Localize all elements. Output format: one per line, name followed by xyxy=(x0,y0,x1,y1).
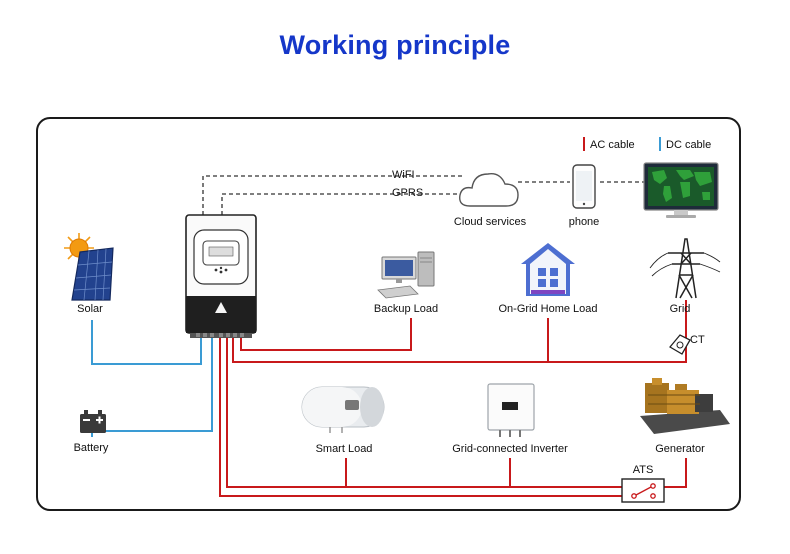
home-load-icon xyxy=(521,243,575,296)
ac-legend-mark xyxy=(583,137,585,151)
ac-cables xyxy=(219,300,687,497)
wifi-line xyxy=(202,175,462,215)
cloud-icon xyxy=(459,173,519,207)
solar-panel-icon xyxy=(64,233,114,301)
generator-ac-cable xyxy=(660,458,687,488)
battery-dc-cable xyxy=(91,337,213,437)
smart-load-label: Smart Load xyxy=(315,443,373,455)
grid-tower-icon xyxy=(649,238,721,299)
generator-icon xyxy=(640,378,730,434)
gprs-line xyxy=(221,193,462,215)
backup-load-icon xyxy=(377,251,435,299)
ct-icon xyxy=(669,334,691,355)
solar-dc-cable xyxy=(91,320,202,365)
ongrid-load-label: On-Grid Home Load xyxy=(498,303,598,315)
ct-label: CT xyxy=(690,334,705,346)
cloud-label: Cloud services xyxy=(453,216,527,228)
wifi-label: WiFI xyxy=(392,169,415,181)
grid-label: Grid xyxy=(669,303,691,315)
diagram-frame xyxy=(36,117,741,511)
grid-inverter-icon xyxy=(487,383,535,437)
dc-cables xyxy=(91,320,213,437)
hybrid-inverter xyxy=(185,214,257,338)
comm-lines xyxy=(202,175,644,215)
dc-legend-mark xyxy=(659,137,661,151)
generator-label: Generator xyxy=(655,443,705,455)
ac-cable-legend: AC cable xyxy=(590,139,635,151)
page-title: Working principle xyxy=(279,30,511,60)
solar-label: Solar xyxy=(77,303,103,315)
backup-ac-cable xyxy=(240,318,412,351)
monitor-icon xyxy=(643,162,719,218)
ats-ac-cable-a xyxy=(219,337,628,497)
ats-icon xyxy=(621,478,665,503)
smart-load-icon xyxy=(301,386,385,433)
dc-cable-legend: DC cable xyxy=(666,139,712,151)
battery-icon xyxy=(80,410,106,433)
smartload-ac-cable xyxy=(226,337,347,488)
battery-label: Battery xyxy=(73,442,109,454)
ats-label: ATS xyxy=(632,464,654,476)
gprs-label: GPRS xyxy=(392,187,424,199)
backup-load-label: Backup Load xyxy=(373,303,439,315)
phone-label: phone xyxy=(568,216,600,228)
grid-inverter-label: Grid-connected Inverter xyxy=(452,443,568,455)
grid-ac-cable xyxy=(232,300,687,363)
phone-icon xyxy=(572,164,596,209)
